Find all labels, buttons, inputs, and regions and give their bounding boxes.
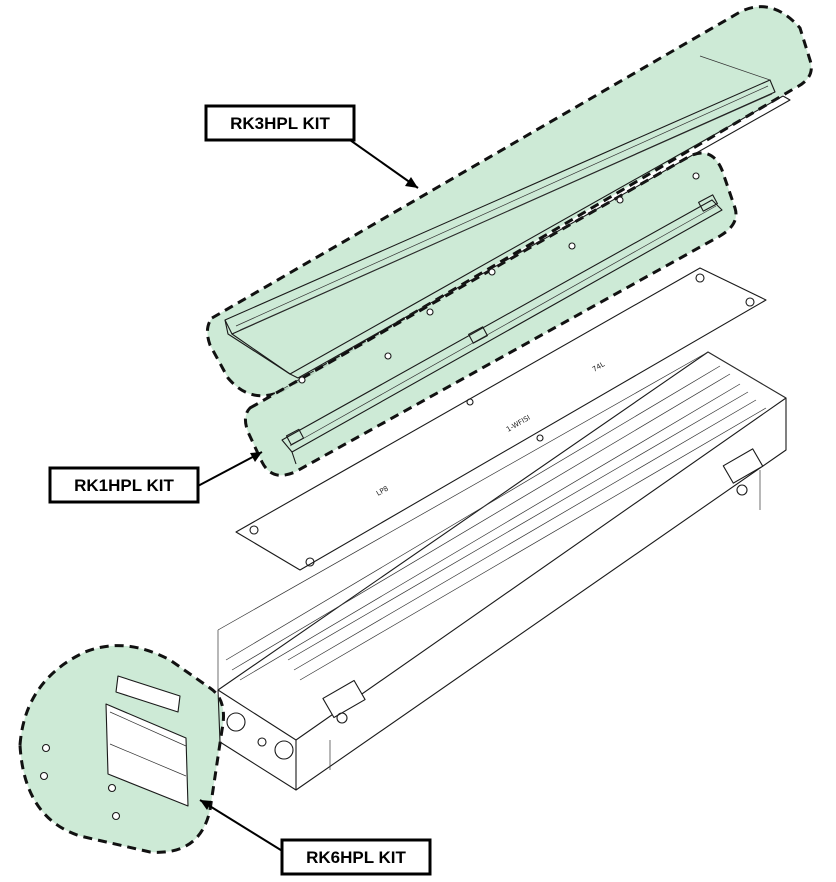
rk6hpl-leader-arrow	[200, 800, 212, 810]
rk6hpl-leader-line	[199, 799, 285, 853]
rk3hpl-cover-channel	[224, 55, 791, 379]
rk1hpl-rail-assembly	[281, 172, 723, 465]
top-cover-plate: 1-WFISI 74L LP8	[235, 267, 767, 571]
svg-text:RK6HPL KIT: RK6HPL KIT	[306, 848, 406, 867]
rk1hpl-kit-label: RK1HPL KIT	[48, 466, 200, 504]
svg-text:RK1HPL KIT: RK1HPL KIT	[74, 476, 174, 495]
rk3hpl-kit-label: RK3HPL KIT	[204, 104, 356, 142]
main-raceway-housing	[217, 351, 787, 791]
rk1hpl-highlight-region	[243, 151, 738, 477]
rk3hpl-leader-line	[349, 139, 419, 189]
svg-text:RK3HPL KIT: RK3HPL KIT	[230, 114, 330, 133]
rk6hpl-kit-label: RK6HPL KIT	[280, 838, 432, 876]
rk3hpl-leader-arrow	[405, 177, 418, 188]
rk6hpl-bracket-kit	[39, 675, 189, 821]
rk1hpl-leader-line	[195, 451, 263, 488]
rk3hpl-highlight-region	[205, 5, 813, 398]
rk1hpl-leader-arrow	[250, 452, 262, 462]
